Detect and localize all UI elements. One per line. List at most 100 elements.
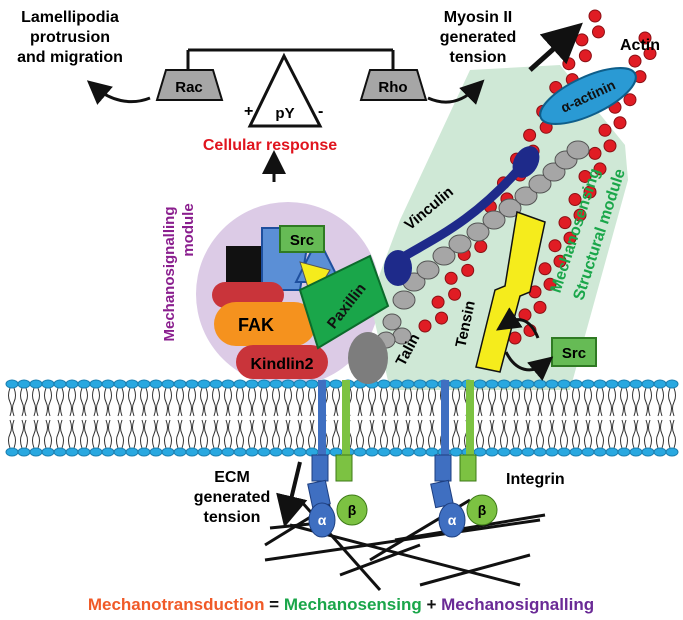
lipid-tail <box>120 387 124 417</box>
lipid-head <box>65 447 79 457</box>
alpha-left-label: α <box>318 512 327 528</box>
lipid-tail <box>416 387 420 417</box>
lipid-tail <box>536 419 540 449</box>
lipid-tail <box>116 419 120 449</box>
lipid-tail <box>552 387 556 417</box>
lipid-tail <box>360 419 364 449</box>
lipid-tail <box>488 387 492 417</box>
lipid-tail <box>84 387 88 417</box>
equation-plus: + <box>422 595 441 614</box>
myosin-label-2: generated <box>440 29 516 46</box>
lipid-tail <box>236 387 240 417</box>
lipid-head <box>353 447 367 457</box>
lipid-head <box>401 447 415 457</box>
lipid-tail <box>524 419 528 449</box>
lipid-head <box>389 447 403 457</box>
lipid-tail <box>428 387 432 417</box>
actin-monomer <box>448 287 462 301</box>
talin-rod <box>376 140 590 349</box>
lipid-head <box>77 447 91 457</box>
myosin-label-3: tension <box>450 49 507 66</box>
lipid-tail <box>212 387 216 417</box>
lipid-tail <box>536 387 540 417</box>
lipid-tail <box>608 419 612 449</box>
lipid-tail <box>180 387 184 417</box>
ecm-fibers <box>264 498 546 591</box>
actin-label: Actin <box>620 37 660 54</box>
lipid-head <box>101 447 115 457</box>
lipid-head <box>41 447 55 457</box>
lipid-head <box>53 379 67 389</box>
lipid-tail <box>672 419 676 449</box>
lipid-tail <box>500 419 504 449</box>
lipid-tail <box>116 387 120 417</box>
lipid-tail <box>384 387 388 417</box>
lipid-tail <box>252 387 256 417</box>
lipid-tail <box>144 419 148 449</box>
vinculin-tail <box>392 165 524 266</box>
lipid-head <box>509 447 523 457</box>
lipid-tail <box>96 419 100 449</box>
equation-transduction: Mechanotransduction <box>88 595 265 614</box>
lipid-head <box>365 447 379 457</box>
lipid-tail <box>624 387 628 417</box>
lipid-tail <box>312 419 316 449</box>
lipid-head <box>161 379 175 389</box>
lipid-head <box>209 379 223 389</box>
lipid-tail <box>32 419 36 449</box>
lipid-tail <box>32 387 36 417</box>
lipid-tail <box>104 387 108 417</box>
lipid-tail <box>84 419 88 449</box>
cellular-response-label: Cellular response <box>203 137 337 154</box>
lipid-tail <box>128 419 132 449</box>
lipid-tail <box>480 387 484 417</box>
py-fulcrum <box>247 52 323 128</box>
lipid-tail <box>512 419 516 449</box>
talin-domain <box>514 186 538 206</box>
lipid-tail <box>300 419 304 449</box>
lipid-head <box>557 447 571 457</box>
lipid-tail <box>152 387 156 417</box>
lipid-tail <box>188 419 192 449</box>
alpha-right-label: α <box>448 512 457 528</box>
lipid-tail <box>416 419 420 449</box>
lipid-head <box>593 447 607 457</box>
actin-monomer <box>474 240 488 254</box>
lipid-head <box>125 379 139 389</box>
lipid-tail <box>492 387 496 417</box>
lipid-head <box>221 379 235 389</box>
lipid-head <box>149 379 163 389</box>
lipid-head <box>41 379 55 389</box>
lipid-head <box>557 379 571 389</box>
lipid-head <box>401 379 415 389</box>
integrin-right <box>430 380 498 538</box>
talin-domain <box>392 290 416 310</box>
lipid-tail <box>176 419 180 449</box>
lipid-tail <box>12 387 16 417</box>
lipid-tail <box>408 387 412 417</box>
lipid-head <box>221 447 235 457</box>
actin-monomer <box>563 231 577 245</box>
lipid-head <box>161 447 175 457</box>
actin-monomer <box>643 47 657 61</box>
lipid-head <box>569 447 583 457</box>
lipid-tail <box>260 419 264 449</box>
lipid-tail <box>252 419 256 449</box>
lipid-tail <box>396 387 400 417</box>
lipid-tail <box>164 419 168 449</box>
lipid-tail <box>548 387 552 417</box>
src-cycle-arrow-bottom <box>504 351 554 381</box>
lipid-tail <box>44 419 48 449</box>
lipid-head <box>89 379 103 389</box>
lipid-tail <box>296 387 300 417</box>
lipid-head <box>329 379 343 389</box>
lipid-head <box>233 447 247 457</box>
lipid-tail <box>180 419 184 449</box>
lipid-tail <box>512 387 516 417</box>
actin-monomer <box>568 193 582 207</box>
lipid-head <box>77 379 91 389</box>
lipid-head <box>257 379 271 389</box>
lipid-tail <box>492 419 496 449</box>
actin-monomer <box>435 311 449 325</box>
